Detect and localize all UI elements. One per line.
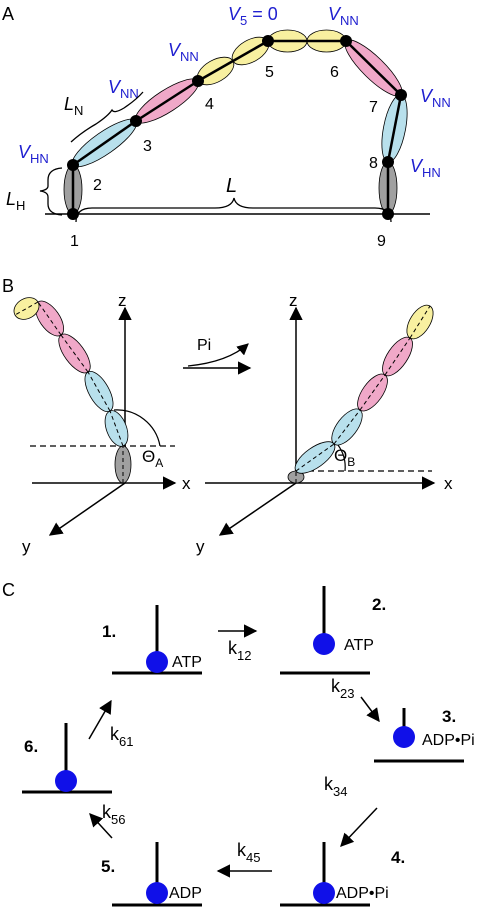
- node-8: [382, 156, 394, 168]
- v-hn-left-label: VHN: [18, 142, 49, 166]
- x-axis-label-right: x: [444, 474, 453, 493]
- state-4-number: 4.: [391, 848, 405, 867]
- rate-k12: k12: [228, 638, 251, 663]
- state-5-nucleotide: ADP: [169, 885, 202, 902]
- pi-label: Pi: [197, 337, 211, 354]
- state-5-number: 5.: [101, 857, 115, 876]
- theta-b-arc: [337, 444, 346, 472]
- lh-label: LH: [6, 189, 25, 213]
- y-axis-right: [218, 482, 297, 536]
- rate-k56: k56: [102, 802, 125, 827]
- state-2-head: [313, 633, 335, 655]
- rate-k61: k61: [110, 724, 133, 749]
- v-nn-4-label: VNN: [168, 40, 199, 64]
- l-label: L: [226, 175, 237, 197]
- state-4: 4. ADP•Pi: [280, 842, 405, 907]
- state-3-head: [393, 726, 415, 748]
- node-label-1: 1: [70, 233, 79, 250]
- node-label-7: 7: [369, 99, 378, 116]
- right-chain-segment-6: [406, 304, 434, 340]
- state-1-nucleotide: ATP: [172, 654, 202, 671]
- node-label-8: 8: [369, 155, 378, 172]
- node-label-6: 6: [330, 64, 339, 81]
- rate-k45: k45: [237, 840, 260, 865]
- v5-label: V5 = 0: [228, 4, 278, 28]
- state-4-head: [313, 882, 335, 904]
- v-nn-3-label: VNN: [108, 77, 139, 101]
- panel-a: A 1 2 3 4 5 6 7 8 9 VHN VNN VNN V5 = 0 V…: [2, 4, 451, 250]
- state-3: 3. ADP•Pi: [374, 707, 475, 763]
- state-2: 2. ATP: [280, 586, 386, 675]
- state-6-number: 6.: [24, 737, 38, 756]
- y-axis-label-right: y: [196, 537, 205, 556]
- segment-8: [378, 161, 398, 215]
- lh-brace: [39, 167, 63, 216]
- v-nn-6-label: VNN: [328, 4, 359, 28]
- arrow-k23: [360, 696, 380, 723]
- state-2-number: 2.: [372, 595, 386, 614]
- state-6-head: [55, 770, 77, 792]
- panel-a-label: A: [2, 4, 14, 24]
- theta-a-label: ΘA: [142, 447, 163, 470]
- state-3-number: 3.: [442, 707, 456, 726]
- node-label-9: 9: [377, 233, 386, 250]
- theta-a-arc: [113, 409, 161, 447]
- theta-b-label: ΘB: [334, 446, 355, 469]
- left-chain-segment-2: [104, 410, 129, 447]
- state-3-nucleotide: ADP•Pi: [422, 732, 475, 749]
- segment-5b: [306, 29, 347, 53]
- state-5: 5. ADP: [101, 842, 202, 907]
- node-6: [340, 35, 352, 47]
- ln-label: LN: [64, 94, 83, 118]
- node-3: [130, 115, 142, 127]
- chains-b: [13, 297, 434, 484]
- left-chain-segment-1: [114, 445, 132, 484]
- left-chain-segment-4: [58, 333, 91, 374]
- panel-c: C 1. ATP 2. ATP 3. ADP•Pi: [2, 580, 475, 907]
- rate-k34: k34: [324, 774, 347, 799]
- right-chain-segment-5: [382, 336, 413, 377]
- left-chain-segment-3: [84, 370, 114, 413]
- arrow-k34: [340, 807, 378, 847]
- l-brace: [75, 197, 392, 223]
- node-label-3: 3: [143, 138, 152, 155]
- rate-k23: k23: [331, 676, 354, 701]
- node-label-5: 5: [265, 64, 274, 81]
- arrow-k56: [89, 813, 113, 839]
- state-2-nucleotide: ATP: [344, 637, 374, 654]
- node-7: [395, 89, 407, 101]
- v-hn-right-label: VHN: [410, 156, 441, 180]
- pi-release-arrow: [187, 343, 249, 367]
- ln-brace: [70, 91, 144, 143]
- node-4: [192, 75, 204, 87]
- arrow-k61: [88, 699, 112, 740]
- x-axis-label-left: x: [182, 474, 191, 493]
- v-nn-7-label: VNN: [420, 86, 451, 110]
- node-2: [67, 159, 79, 171]
- chain-a: [63, 29, 408, 220]
- segment-7: [381, 94, 408, 163]
- state-1: 1. ATP: [102, 605, 202, 675]
- node-5: [262, 35, 274, 47]
- y-axis-label-left: y: [22, 537, 31, 556]
- left-chain-segment-6: [13, 297, 40, 320]
- panel-b: B z x y z x y ΘA ΘB Pi: [2, 276, 453, 556]
- state-4-nucleotide: ADP•Pi: [336, 885, 389, 902]
- state-1-head: [146, 651, 168, 673]
- node-label-2: 2: [93, 177, 102, 194]
- z-axis-label-right: z: [289, 291, 298, 310]
- state-1-number: 1.: [102, 622, 116, 641]
- segment-4b: [231, 36, 270, 66]
- y-axis-left: [48, 482, 126, 536]
- state-6: 6.: [22, 723, 112, 794]
- node-label-4: 4: [205, 96, 214, 113]
- panel-b-label: B: [2, 276, 14, 296]
- panel-c-label: C: [2, 580, 15, 600]
- state-5-head: [146, 882, 168, 904]
- segment-1: [63, 164, 83, 215]
- z-axis-label-left: z: [118, 291, 127, 310]
